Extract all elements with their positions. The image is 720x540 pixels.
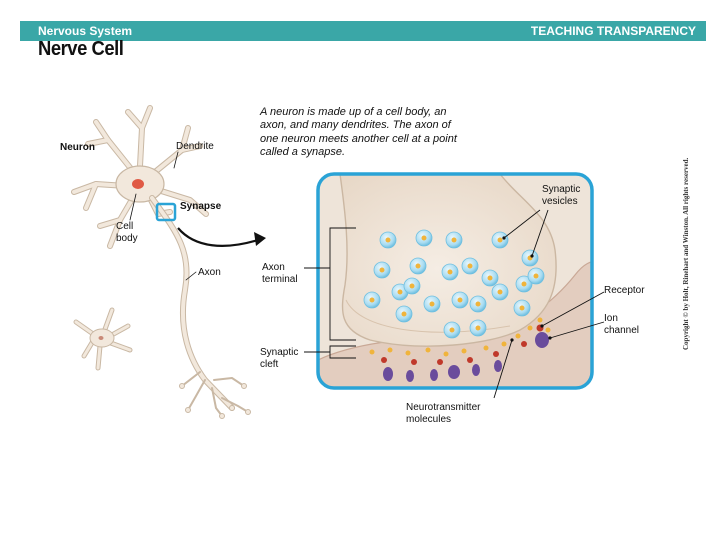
label-neuron: Neuron xyxy=(60,142,95,153)
zoom-frame xyxy=(316,172,594,390)
axon-terminal-shape xyxy=(339,174,557,347)
label-synaptic-cleft: Synaptic cleft xyxy=(260,347,299,370)
label-synapse: Synapse xyxy=(180,201,222,212)
synapse-zoom xyxy=(316,172,594,390)
label-ion-channel: Ion channel xyxy=(604,313,640,336)
series-title: TEACHING TRANSPARENCY xyxy=(530,24,696,38)
neurotransmitter-group xyxy=(369,317,551,357)
caption: A neuron is made up of a cell body, an a… xyxy=(260,106,457,159)
label-synaptic-vesicles: Synaptic vesicles xyxy=(542,184,581,207)
neuron-illustration xyxy=(71,105,251,419)
label-receptor: Receptor xyxy=(604,285,645,296)
header-banner: Nervous System TEACHING TRANSPARENCY xyxy=(20,21,706,41)
copyright-notice: Copyright © by Holt, Rinehart and Winsto… xyxy=(682,157,690,350)
synapse-highlight xyxy=(155,202,177,222)
nucleus xyxy=(132,179,144,189)
label-cell-body: Cell body xyxy=(116,221,138,244)
label-neurotransmitter-molecules: Neurotransmitter molecules xyxy=(406,402,481,425)
page-title: Nerve Cell xyxy=(38,38,124,60)
synaptic-vesicles-group xyxy=(363,229,545,339)
zoom-arrow xyxy=(177,227,266,247)
section-title: Nervous System xyxy=(38,24,133,38)
label-axon: Axon xyxy=(198,267,221,278)
label-dendrite: Dendrite xyxy=(176,141,214,152)
receptors-group xyxy=(381,324,549,382)
label-axon-terminal: Axon terminal xyxy=(262,262,298,285)
annotation-lines xyxy=(304,209,605,399)
